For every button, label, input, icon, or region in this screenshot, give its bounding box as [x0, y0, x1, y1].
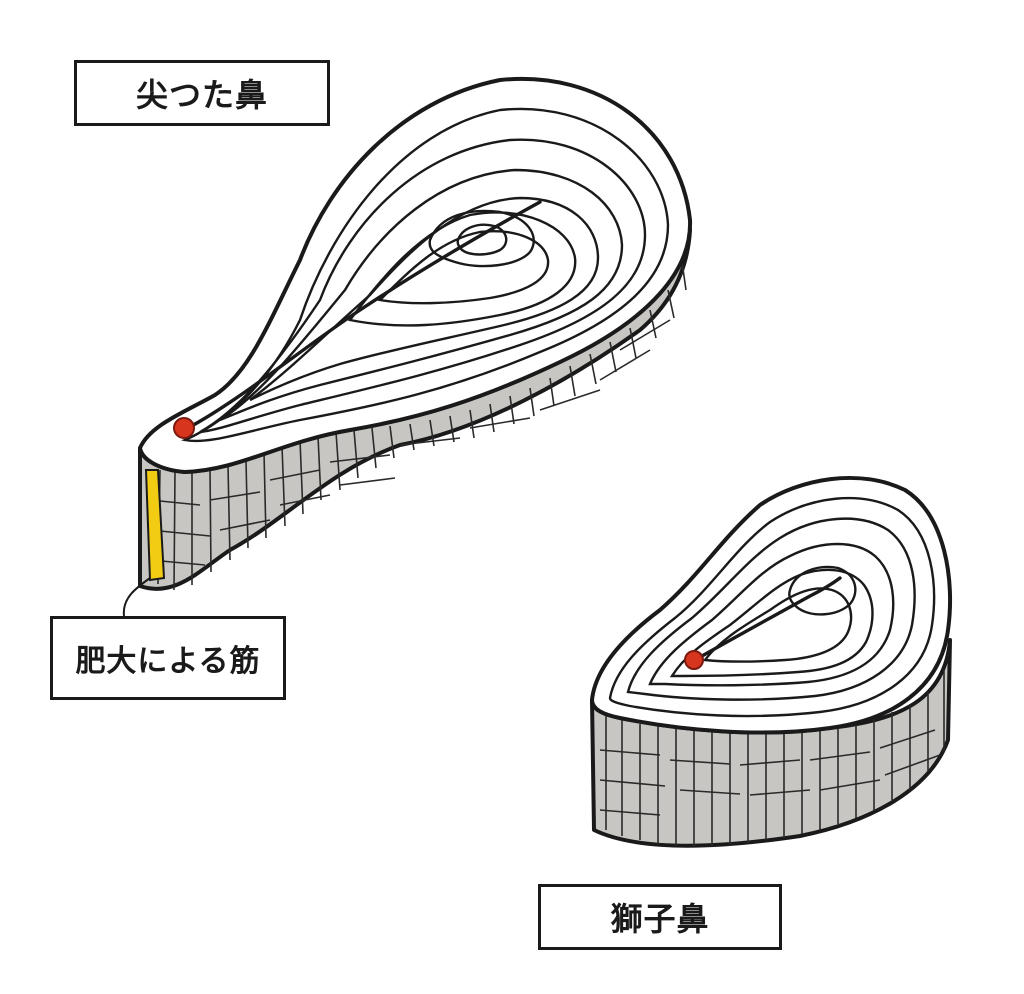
pointed-log-pith-marker	[173, 417, 195, 439]
lion-log-pith-line	[693, 576, 842, 662]
pointed-nose-log	[122, 76, 693, 617]
lion-log-pith-marker	[684, 650, 704, 670]
lion-nose-log	[590, 475, 952, 848]
label-pointed-nose: 尖つた鼻	[74, 60, 330, 126]
pointed-log-bark-texture	[149, 261, 687, 591]
lion-log-bark-texture	[599, 670, 945, 846]
pointed-log-pith-line	[186, 200, 542, 430]
label-hypertrophy-vein: 肥大による筋	[50, 616, 286, 700]
vein-leader-line	[122, 577, 151, 617]
lion-log-top-face	[590, 475, 952, 735]
lion-log-growth-rings	[608, 496, 936, 718]
label-lion-nose: 獅子鼻	[538, 884, 782, 950]
hypertrophy-vein-strip	[144, 469, 166, 582]
pointed-log-growth-rings	[181, 107, 670, 443]
